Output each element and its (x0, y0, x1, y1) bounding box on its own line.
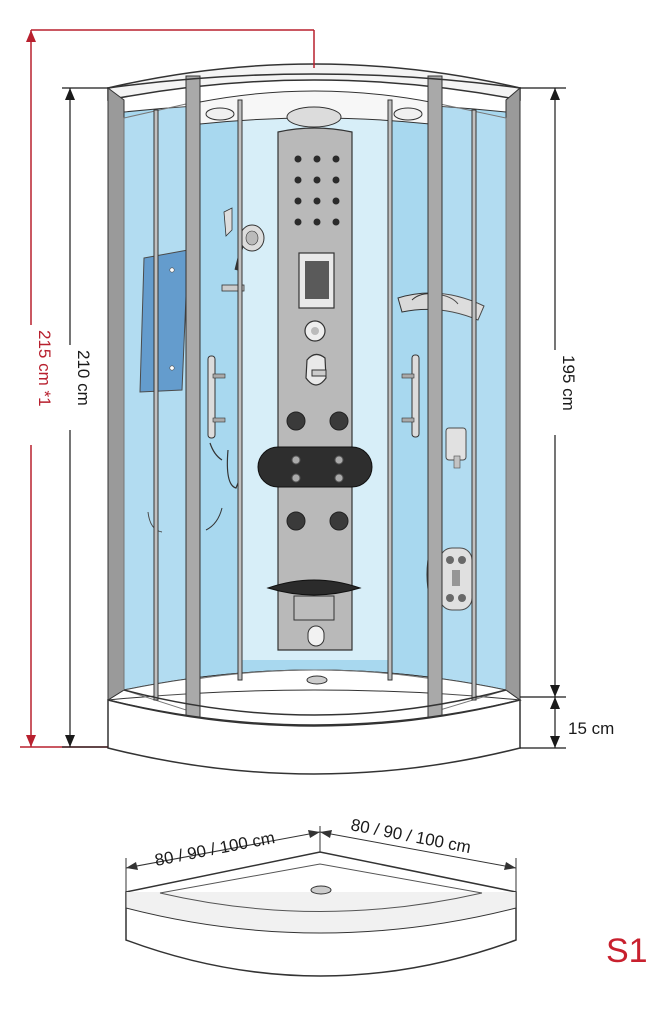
shower-cabin-drawing (107, 63, 522, 775)
handle-icon (401, 354, 420, 438)
seat-icon (266, 579, 362, 621)
glass-height-label: 195 cm (559, 355, 578, 411)
width-left-label: 80 / 90 / 100 cm (153, 828, 276, 870)
variant-label: S1 (606, 932, 648, 970)
cabin-height-label: 210 cm (74, 350, 93, 406)
tray-height-dimension: 15 cm (520, 697, 614, 749)
cabin-height-dimension: 210 cm (58, 87, 108, 748)
jet-nozzle-icon (286, 411, 349, 531)
headrest-icon (257, 446, 373, 488)
handle-icon (207, 355, 226, 439)
shower-tray-drawing (125, 826, 517, 977)
total-height-dimension: 215 cm *1 (19, 29, 315, 748)
tray-height-label: 15 cm (568, 719, 614, 738)
total-height-label: 215 cm *1 (35, 330, 54, 407)
soap-dispenser-icon (445, 427, 467, 469)
control-display-icon (298, 252, 335, 309)
width-right-label: 80 / 90 / 100 cm (349, 815, 472, 857)
drain-icon (306, 675, 328, 685)
glass-height-dimension: 195 cm (520, 87, 578, 698)
